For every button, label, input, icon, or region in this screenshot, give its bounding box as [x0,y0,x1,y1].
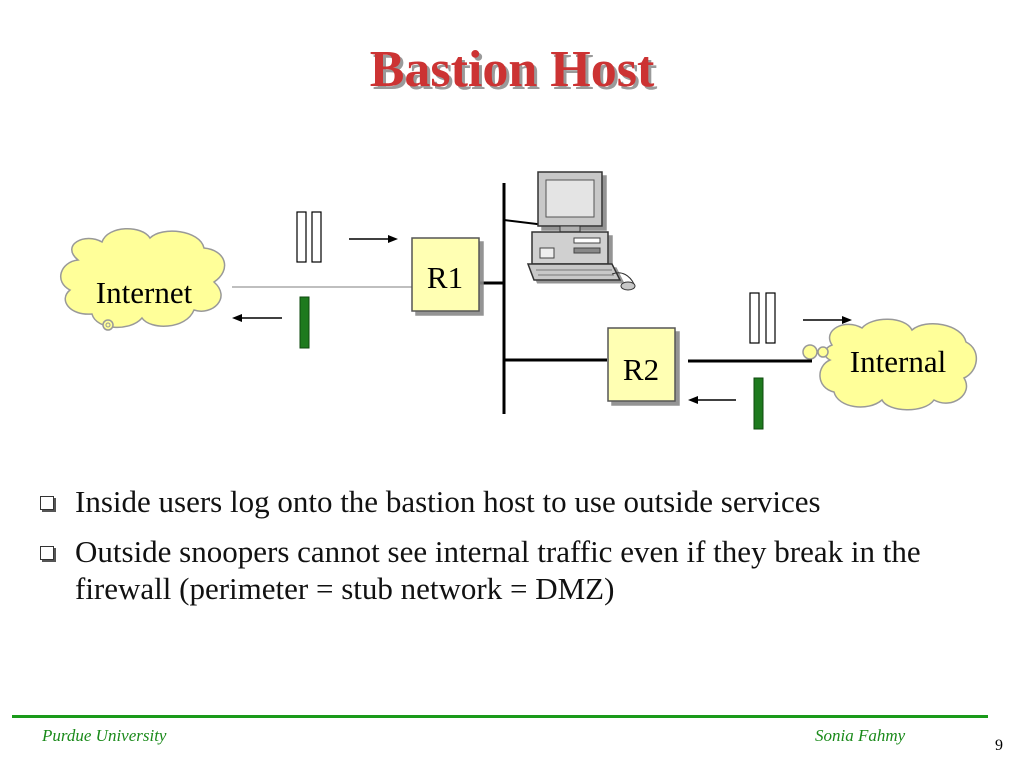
r1-filter-block-bar [299,296,310,349]
footer-author: Sonia Fahmy [815,726,906,745]
checkbox-bullet-icon [40,546,54,560]
r2-filter-block-bar [753,377,764,430]
footer-divider [12,715,988,718]
bullet-list: Inside users log onto the bastion host t… [40,483,980,620]
r1-label: R1 [427,260,463,295]
bullet-text: Outside snoopers cannot see internal tra… [75,534,921,606]
footer-institution: Purdue University [42,726,167,745]
router-r2: R2 [607,327,676,402]
r1-inbound-arrow [232,314,282,322]
r1-filter-allow-bars [296,211,322,263]
r2-filter-allow-bars [749,292,776,344]
internal-cloud: Internal [802,318,977,411]
r2-inbound-arrow [688,396,736,404]
internal-label: Internal [850,344,946,379]
bullet-text: Inside users log onto the bastion host t… [75,484,821,519]
r1-outbound-arrow [349,235,398,243]
checkbox-bullet-icon [40,496,54,510]
router-r1: R1 [411,237,480,312]
page-number: 9 [995,737,1003,754]
r2-outbound-arrow [803,316,852,324]
network-diagram: Internet Internal R1 R2 [60,171,977,430]
internet-label: Internet [96,275,193,310]
bastion-host-computer-icon [526,171,636,291]
slide-title: Bastion Host [369,41,655,98]
r2-label: R2 [623,352,659,387]
internet-cloud: Internet [60,227,226,331]
bullet-item: Outside snoopers cannot see internal tra… [40,533,980,607]
bullet-item: Inside users log onto the bastion host t… [40,483,980,520]
